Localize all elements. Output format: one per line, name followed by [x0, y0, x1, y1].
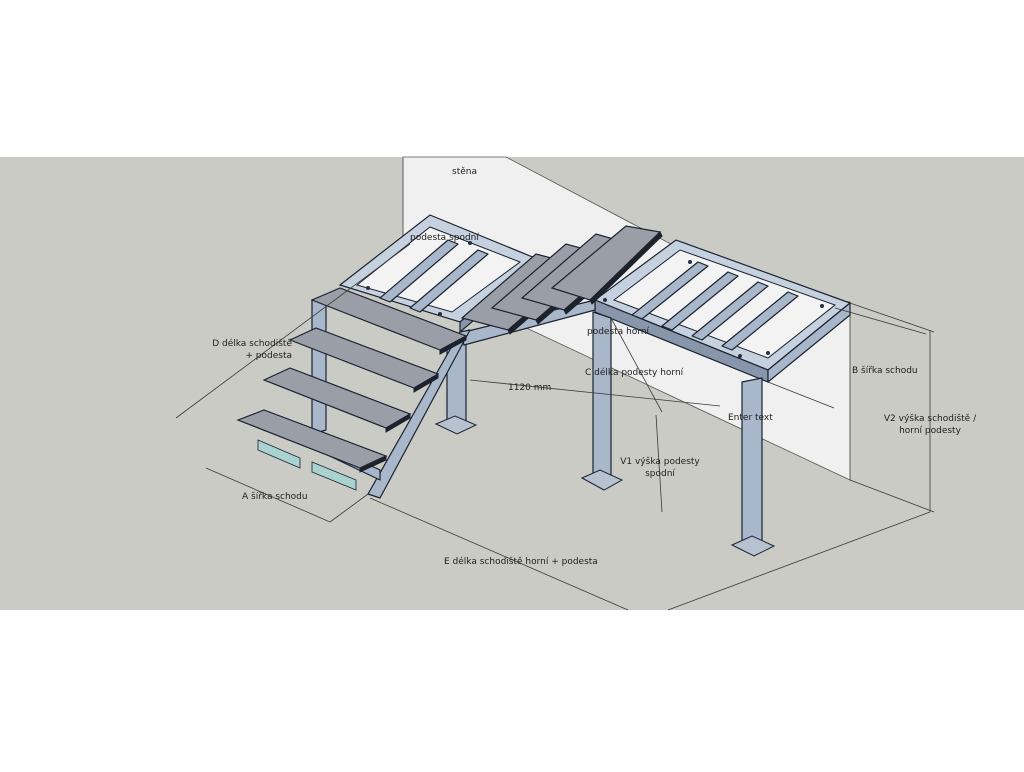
upper-landing-leg-left[interactable] — [580, 311, 624, 491]
lower-flight-glass-panels[interactable] — [257, 439, 357, 491]
dimension-lines — [175, 243, 935, 611]
v2-height-label-1: V2 výška schodiště / — [884, 413, 977, 424]
c-length-label: C délka podesty horní — [585, 367, 684, 378]
d-length-label-2: + podesta — [245, 351, 292, 361]
lower-landing-label: podesta spodní — [410, 233, 479, 243]
upper-flight-treads[interactable] — [460, 225, 663, 335]
span-label: 1120 mm — [508, 383, 551, 393]
lower-flight-treads[interactable] — [236, 287, 468, 473]
v1-height-label-2: spodní — [645, 469, 675, 479]
b-width-label: B šířka schodu — [852, 365, 918, 376]
upper-landing-label: podesta horní — [587, 327, 650, 337]
a-width-label: A šířka schodu — [242, 491, 308, 502]
v1-height-label-1: V1 výška podesty — [620, 456, 700, 467]
wall-label: stěna — [452, 167, 477, 177]
v2-height-label-2: horní podesty — [899, 426, 962, 436]
e-length-label: E délka schodiště horní + podesta — [444, 556, 598, 567]
d-length-label-1: D délka schodiště — [212, 338, 292, 349]
enter-text-label: Enter text — [728, 413, 773, 423]
upper-landing-frame[interactable] — [593, 239, 852, 383]
upper-landing-leg-right[interactable] — [730, 377, 776, 557]
